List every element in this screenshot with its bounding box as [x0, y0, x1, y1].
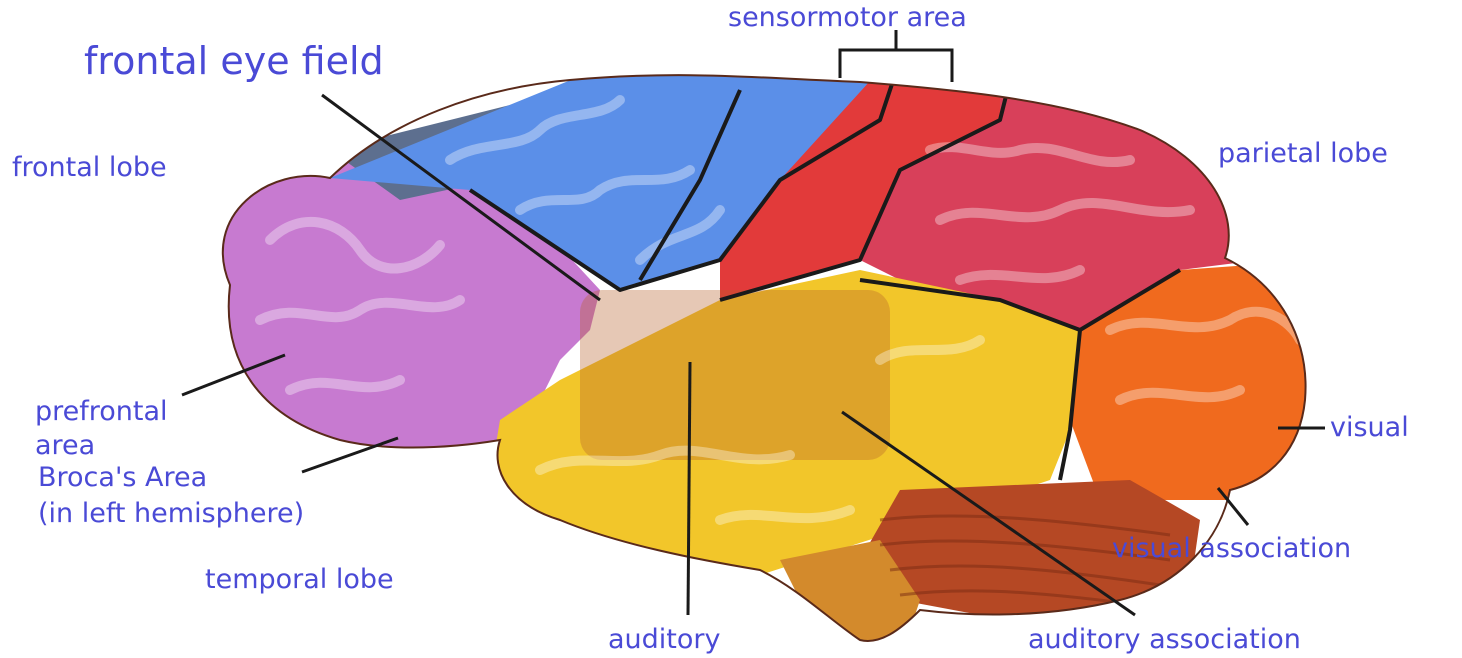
- center-shade: [580, 290, 890, 460]
- leader-auditory: [688, 362, 690, 615]
- label-broca-line1: Broca's Area: [38, 462, 207, 493]
- label-prefrontal-line2: area: [35, 430, 95, 461]
- leader-visual-association: [1218, 488, 1248, 525]
- label-frontal-lobe: frontal lobe: [12, 152, 167, 183]
- label-visual: visual: [1330, 412, 1409, 443]
- label-parietal-lobe: parietal lobe: [1218, 138, 1388, 169]
- label-auditory: auditory: [608, 624, 720, 655]
- label-visual-association: visual association: [1112, 533, 1351, 564]
- label-prefrontal-line1: prefrontal: [35, 396, 168, 427]
- label-sensormotor-area: sensormotor area: [728, 2, 967, 33]
- label-auditory-association: auditory association: [1028, 624, 1301, 655]
- label-frontal-eye-field: frontal eye field: [84, 40, 384, 84]
- leader-sensormotor-bracket: [840, 50, 952, 82]
- label-broca-line2: (in left hemisphere): [38, 498, 304, 529]
- label-temporal-lobe: temporal lobe: [205, 564, 394, 595]
